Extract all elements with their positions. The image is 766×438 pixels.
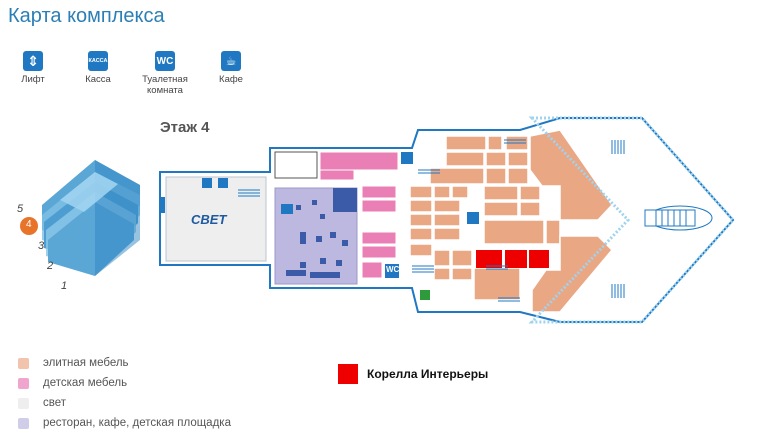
legend-cafe-label: Кафе xyxy=(219,74,243,85)
green-icon xyxy=(420,290,430,300)
toilet-icon: WC xyxy=(155,51,175,71)
svet-label: СВЕТ xyxy=(191,212,227,227)
kids-swatch xyxy=(18,377,29,389)
legend-cafe[interactable]: ☕ Кафе xyxy=(196,51,266,85)
elite-swatch xyxy=(18,357,29,369)
escalators xyxy=(238,139,625,302)
floor-number-2[interactable]: 2 xyxy=(47,260,54,272)
cash-register-icon xyxy=(401,152,413,164)
cafe-icon xyxy=(281,204,293,214)
building-graphic xyxy=(42,160,140,276)
restaurant-tables xyxy=(286,200,348,278)
current-floor-marker xyxy=(20,217,38,235)
restaurant-swatch xyxy=(18,417,29,429)
legend-kids: детская мебель xyxy=(18,377,127,389)
legend-elite-label: элитная мебель xyxy=(43,357,129,369)
legend-elite: элитная мебель xyxy=(18,357,129,369)
map-wc-label: WC xyxy=(386,265,400,274)
cash-register-icon xyxy=(202,178,212,188)
elevator-icon: ⇕ xyxy=(23,51,43,71)
flower-shop xyxy=(333,188,357,212)
page-title: Карта комплекса xyxy=(8,5,165,27)
elevator-icon xyxy=(467,212,479,224)
toilet-icon xyxy=(385,264,399,278)
legend-cash[interactable]: КАССА Касса xyxy=(63,51,133,85)
floor-number-4[interactable]: 4 xyxy=(26,219,32,230)
legend-kids-label: детская мебель xyxy=(43,377,128,389)
legend-light-label: свет xyxy=(43,397,67,409)
floor-number-5[interactable]: 5 xyxy=(17,203,24,215)
empty-unit xyxy=(274,151,318,179)
tenant-legend: Корелла Интерьеры xyxy=(338,364,488,384)
svet-entrance xyxy=(161,197,165,213)
atrium xyxy=(528,116,736,324)
cafe-icon: ☕ xyxy=(221,51,241,71)
legend-light: свет xyxy=(18,397,66,409)
legend-restaurant: ресторан, кафе, детская площадка xyxy=(18,417,231,429)
tenant-swatch xyxy=(338,364,358,384)
floor-number-1[interactable]: 1 xyxy=(61,280,68,292)
info-icon xyxy=(218,178,228,188)
cash-register-icon: КАССА xyxy=(88,51,108,71)
floor-number-3[interactable]: 3 xyxy=(38,240,45,252)
map-service-icons[interactable] xyxy=(202,152,479,300)
kids-zones[interactable] xyxy=(319,151,399,279)
legend-cash-label: Касса xyxy=(85,74,111,85)
legend-lift-label: Лифт xyxy=(21,74,45,85)
elite-zones[interactable] xyxy=(409,129,614,313)
legend-wc-label: Туалетная комната xyxy=(142,74,188,96)
svet-zone[interactable] xyxy=(165,176,267,262)
floor-label: Этаж 4 xyxy=(160,119,210,136)
light-swatch xyxy=(18,397,29,409)
tenant-label: Корелла Интерьеры xyxy=(367,367,489,381)
legend-wc[interactable]: WC Туалетная комната xyxy=(130,51,200,96)
legend-restaurant-label: ресторан, кафе, детская площадка xyxy=(43,417,231,429)
legend-lift[interactable]: ⇕ Лифт xyxy=(0,51,68,85)
korella-store[interactable] xyxy=(476,250,549,268)
